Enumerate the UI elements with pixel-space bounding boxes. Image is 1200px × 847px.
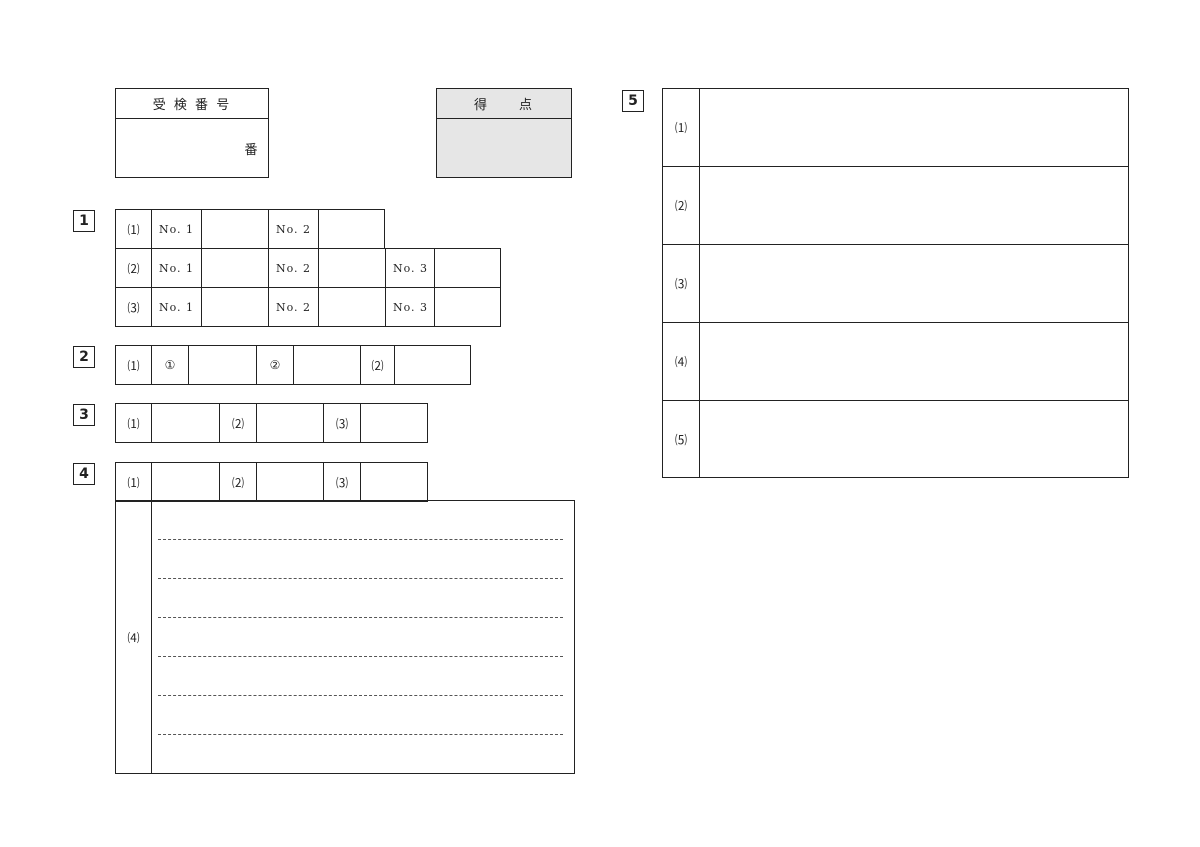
- s1-row3-no2-label: No. 2: [268, 287, 319, 327]
- score-field[interactable]: [440, 122, 568, 174]
- s5-q3-answer[interactable]: [699, 244, 1129, 323]
- s5-q1-answer[interactable]: [699, 88, 1129, 167]
- s1-row1-label: ⑴: [115, 209, 152, 249]
- section-4-number: 4: [73, 463, 95, 485]
- s4-essay-line: [158, 617, 563, 618]
- s4-essay-line: [158, 656, 563, 657]
- s1-row2-no2-label: No. 2: [268, 248, 319, 288]
- s5-q5-answer[interactable]: [699, 400, 1129, 478]
- s3-q1-label: ⑴: [115, 403, 152, 443]
- s4-q4-essay-area[interactable]: [151, 500, 575, 774]
- s1-row1-no2-label: No. 2: [268, 209, 319, 249]
- s1-row2-no3-answer[interactable]: [434, 248, 501, 288]
- s3-q3-label: ⑶: [323, 403, 361, 443]
- section-2-number: 2: [73, 346, 95, 368]
- section-5-number: 5: [622, 90, 644, 112]
- s5-q2-answer[interactable]: [699, 166, 1129, 245]
- s3-q1-answer[interactable]: [151, 403, 220, 443]
- exam-number-box: [115, 88, 269, 178]
- s4-essay-line: [158, 695, 563, 696]
- score-label: 得 点: [436, 88, 572, 119]
- s5-q2-label: ⑵: [662, 166, 700, 245]
- s1-row3-no3-answer[interactable]: [434, 287, 501, 327]
- s3-q2-label: ⑵: [219, 403, 257, 443]
- s1-row3-label: ⑶: [115, 287, 152, 327]
- s5-q4-label: ⑷: [662, 322, 700, 401]
- s2-q1-label: ⑴: [115, 345, 152, 385]
- s4-q2-answer[interactable]: [256, 462, 324, 502]
- s1-row2-no1-label: No. 1: [151, 248, 202, 288]
- s4-q3-answer[interactable]: [360, 462, 428, 502]
- s2-q1-sub1-label: ①: [151, 345, 189, 385]
- s1-row3-no2-answer[interactable]: [318, 287, 386, 327]
- section-3-number: 3: [73, 404, 95, 426]
- s1-row3-no1-answer[interactable]: [201, 287, 269, 327]
- s2-q2-label: ⑵: [360, 345, 395, 385]
- s1-row3-no3-label: No. 3: [385, 287, 435, 327]
- s5-q5-label: ⑸: [662, 400, 700, 478]
- s4-q3-label: ⑶: [323, 462, 361, 502]
- s4-essay-line: [158, 539, 563, 540]
- section-1-number: 1: [73, 210, 95, 232]
- s1-row2-no1-answer[interactable]: [201, 248, 269, 288]
- s2-q1-sub2-answer[interactable]: [293, 345, 361, 385]
- s3-q2-answer[interactable]: [256, 403, 324, 443]
- s2-q2-answer[interactable]: [394, 345, 471, 385]
- s4-q1-answer[interactable]: [151, 462, 220, 502]
- s5-q4-answer[interactable]: [699, 322, 1129, 401]
- score-box: [436, 88, 572, 178]
- s1-row2-label: ⑵: [115, 248, 152, 288]
- s5-q1-label: ⑴: [662, 88, 700, 167]
- s1-row3-no1-label: No. 1: [151, 287, 202, 327]
- s4-q2-label: ⑵: [219, 462, 257, 502]
- s2-q1-sub1-answer[interactable]: [188, 345, 257, 385]
- s1-row1-no1-answer[interactable]: [201, 209, 269, 249]
- s5-q3-label: ⑶: [662, 244, 700, 323]
- s1-row2-no2-answer[interactable]: [318, 248, 386, 288]
- s2-q1-sub2-label: ②: [256, 345, 294, 385]
- s4-essay-line: [158, 734, 563, 735]
- exam-number-label: 受 検 番 号: [115, 88, 269, 119]
- exam-number-suffix: 番: [244, 142, 258, 158]
- s4-q1-label: ⑴: [115, 462, 152, 502]
- exam-number-field[interactable]: [118, 121, 238, 175]
- s1-row1-no2-answer[interactable]: [318, 209, 385, 249]
- s1-row1-no1-label: No. 1: [151, 209, 202, 249]
- s1-row2-no3-label: No. 3: [385, 248, 435, 288]
- s3-q3-answer[interactable]: [360, 403, 428, 443]
- s4-q4-label: ⑷: [115, 500, 152, 774]
- s4-essay-line: [158, 578, 563, 579]
